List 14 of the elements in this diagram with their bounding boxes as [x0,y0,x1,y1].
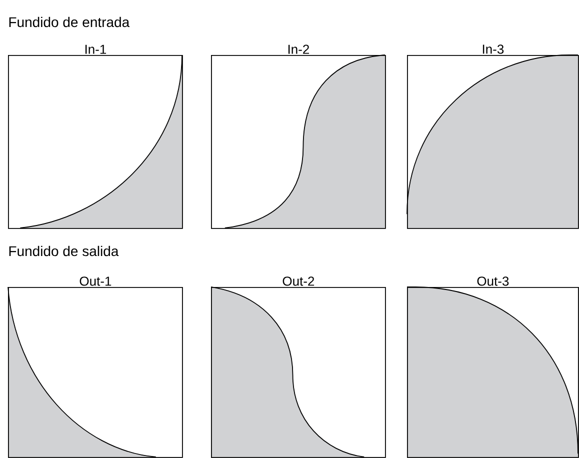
node-label: Out-1 [80,276,112,286]
fade-curve-box: In-1 [8,44,183,229]
fade-curve-box: Out-3 [407,276,579,458]
node-label: Out-2 [282,276,314,286]
section-heading: Fundido de salida [9,246,119,256]
fade-curve-box: In-3 [407,44,579,229]
fade-curve-box: In-2 [211,44,386,229]
node-label: In-3 [482,44,504,54]
section-heading: Fundido de entrada [9,16,130,28]
fade-curve-box: Out-2 [211,276,386,458]
node-label: In-2 [288,44,309,54]
fade-curve-box: Out-1 [8,276,183,458]
node-label: In-1 [85,44,106,54]
node-label: Out-3 [477,276,509,286]
